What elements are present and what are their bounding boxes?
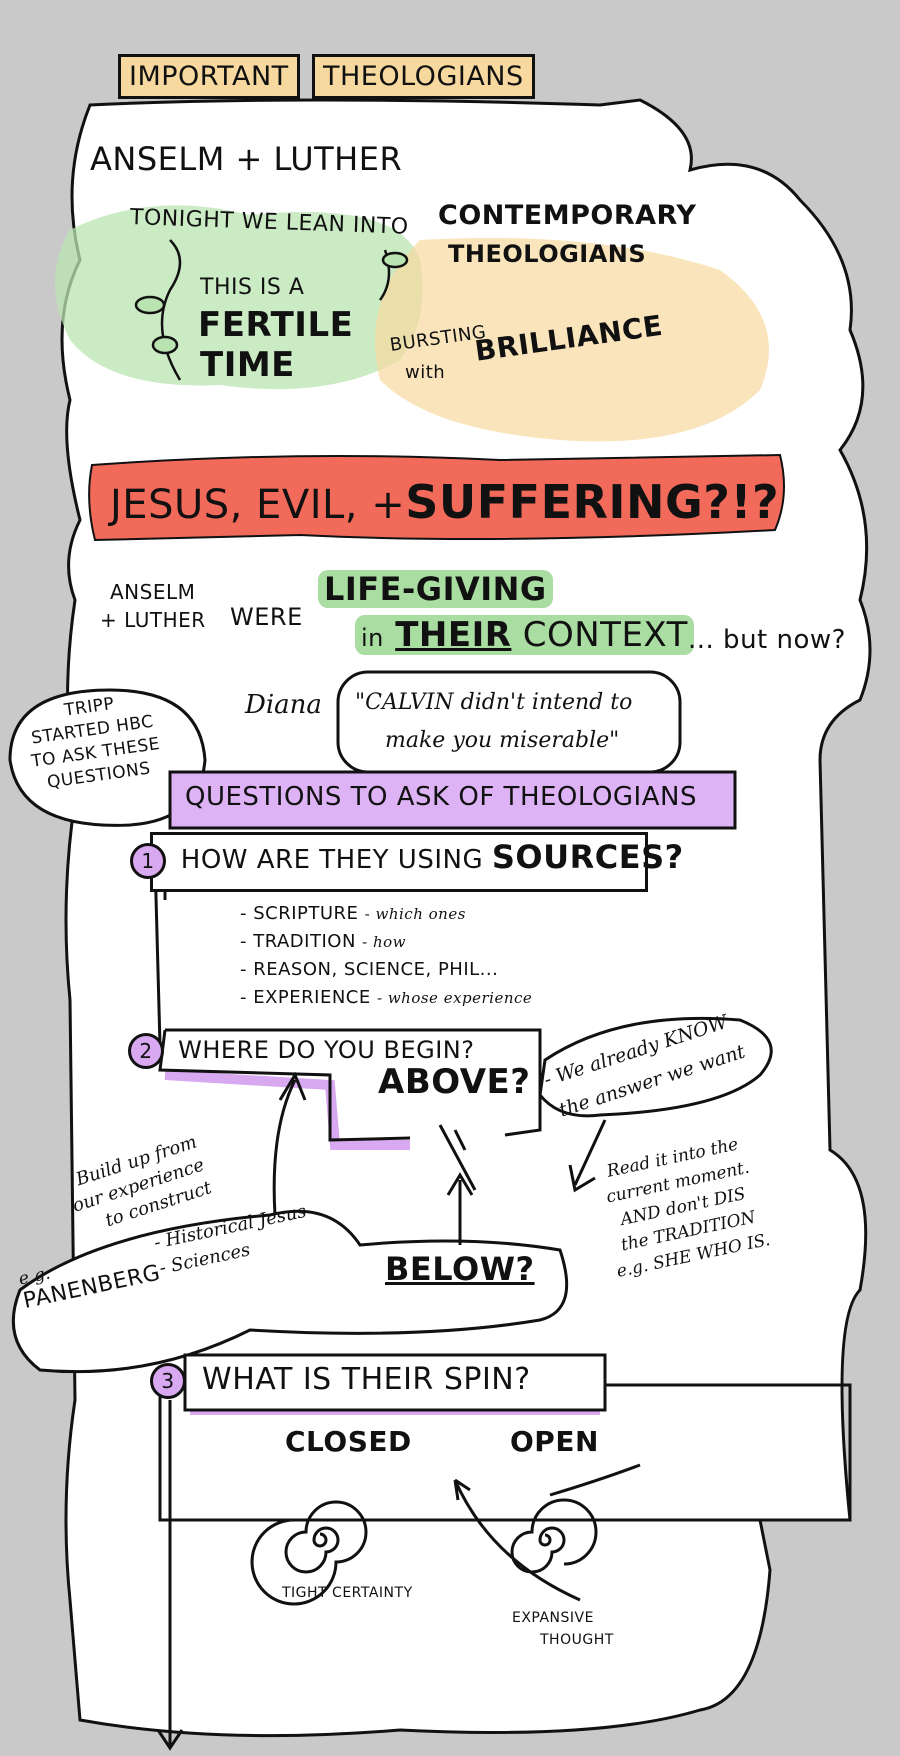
context-in: in <box>361 624 384 652</box>
question-2: 2 WHERE DO YOU BEGIN? <box>128 1033 474 1069</box>
banner-emphasis: SUFFERING?!? <box>405 475 780 529</box>
open-spiral-icon <box>510 1463 641 1574</box>
number-badge: 2 <box>128 1033 164 1069</box>
red-banner-shape <box>88 453 785 542</box>
arrow-up <box>446 1172 474 1245</box>
open-note-line2: THOUGHT <box>540 1632 614 1648</box>
open-note-line1: EXPANSIVE <box>512 1610 594 1626</box>
their-context: in THEIR CONTEXT <box>355 615 694 655</box>
arrow-right-down <box>568 1119 607 1193</box>
diana-bubble <box>336 670 682 774</box>
question-1: 1 HOW ARE THEY USING SOURCES? <box>130 838 684 879</box>
arrows <box>156 1071 607 1751</box>
contemporary-text: CONTEMPORARY <box>438 200 697 231</box>
source-item: - EXPERIENCE - whose experience <box>240 987 533 1008</box>
closed-note: TIGHT CERTAINTY <box>282 1585 413 1601</box>
fertile-line3: TIME <box>200 345 295 385</box>
life-giving: LIFE-GIVING <box>318 570 553 608</box>
question-3: 3 WHAT IS THEIR SPIN? <box>150 1362 531 1399</box>
spin-arrow <box>453 1478 581 1602</box>
source-item: - SCRIPTURE - which ones <box>240 903 466 924</box>
questions-header: QUESTIONS TO ASK OF THEOLOGIANS <box>185 782 697 812</box>
diana-quote-line2: make you miserable" <box>385 728 620 753</box>
q1-emphasis: SOURCES? <box>491 838 684 876</box>
closed-spiral-icon <box>250 1500 368 1606</box>
question-1-box <box>150 832 648 892</box>
below-bubble <box>11 1209 569 1374</box>
number-badge: 1 <box>130 842 166 879</box>
source-item: - TRADITION - how <box>240 931 407 952</box>
but-now: ... but now? <box>688 625 846 655</box>
q3-text: WHAT IS THEIR SPIN? <box>202 1362 531 1397</box>
q2-text: WHERE DO YOU BEGIN? <box>178 1036 475 1064</box>
banner-title: JESUS, EVIL, +SUFFERING?!? <box>110 475 779 529</box>
number-badge: 3 <box>150 1362 186 1399</box>
arrow-down <box>438 1124 477 1191</box>
sprout-icon <box>134 239 409 381</box>
anselm-luther: ANSELM + LUTHER <box>90 140 403 178</box>
fertile-line1: THIS IS A <box>200 275 305 300</box>
green-blob <box>55 205 423 390</box>
context-word: CONTEXT <box>522 615 688 655</box>
diana-name: Diana <box>245 690 322 720</box>
below-label: BELOW? <box>385 1250 535 1288</box>
source-item: - REASON, SCIENCE, PHIL... <box>240 959 499 980</box>
context-their: THEIR <box>395 615 512 655</box>
closed-label: CLOSED <box>285 1425 412 1458</box>
context-anselm: ANSELM <box>110 580 196 604</box>
title-theologians: THEOLOGIANS <box>312 54 535 99</box>
orange-blob <box>375 238 769 442</box>
context-luther: + LUTHER <box>100 608 206 632</box>
sources-list: - SCRIPTURE - which ones - TRADITION - h… <box>240 900 532 1012</box>
theologians-text: THEOLOGIANS <box>448 240 647 268</box>
q2-highlight <box>164 1070 410 1150</box>
tripp-note: TRIPP STARTED HBC TO ASK THESE QUESTIONS <box>24 687 165 796</box>
above-label: ABOVE? <box>378 1062 531 1102</box>
context-were: WERE <box>230 603 303 631</box>
vertical-arrow <box>156 1400 184 1751</box>
fertile-line2: FERTILE <box>198 305 354 345</box>
title-important: IMPORTANT <box>118 54 300 99</box>
tripp-bubble <box>8 688 207 827</box>
diana-quote-line1: "CALVIN didn't intend to <box>355 690 633 715</box>
banner-text: JESUS, EVIL, + <box>110 482 406 528</box>
with-text: with <box>405 362 446 383</box>
open-label: OPEN <box>510 1425 599 1458</box>
q1-text: HOW ARE THEY USING <box>180 845 484 875</box>
questions-banner <box>168 770 737 830</box>
above-note-bubble <box>538 1016 773 1118</box>
